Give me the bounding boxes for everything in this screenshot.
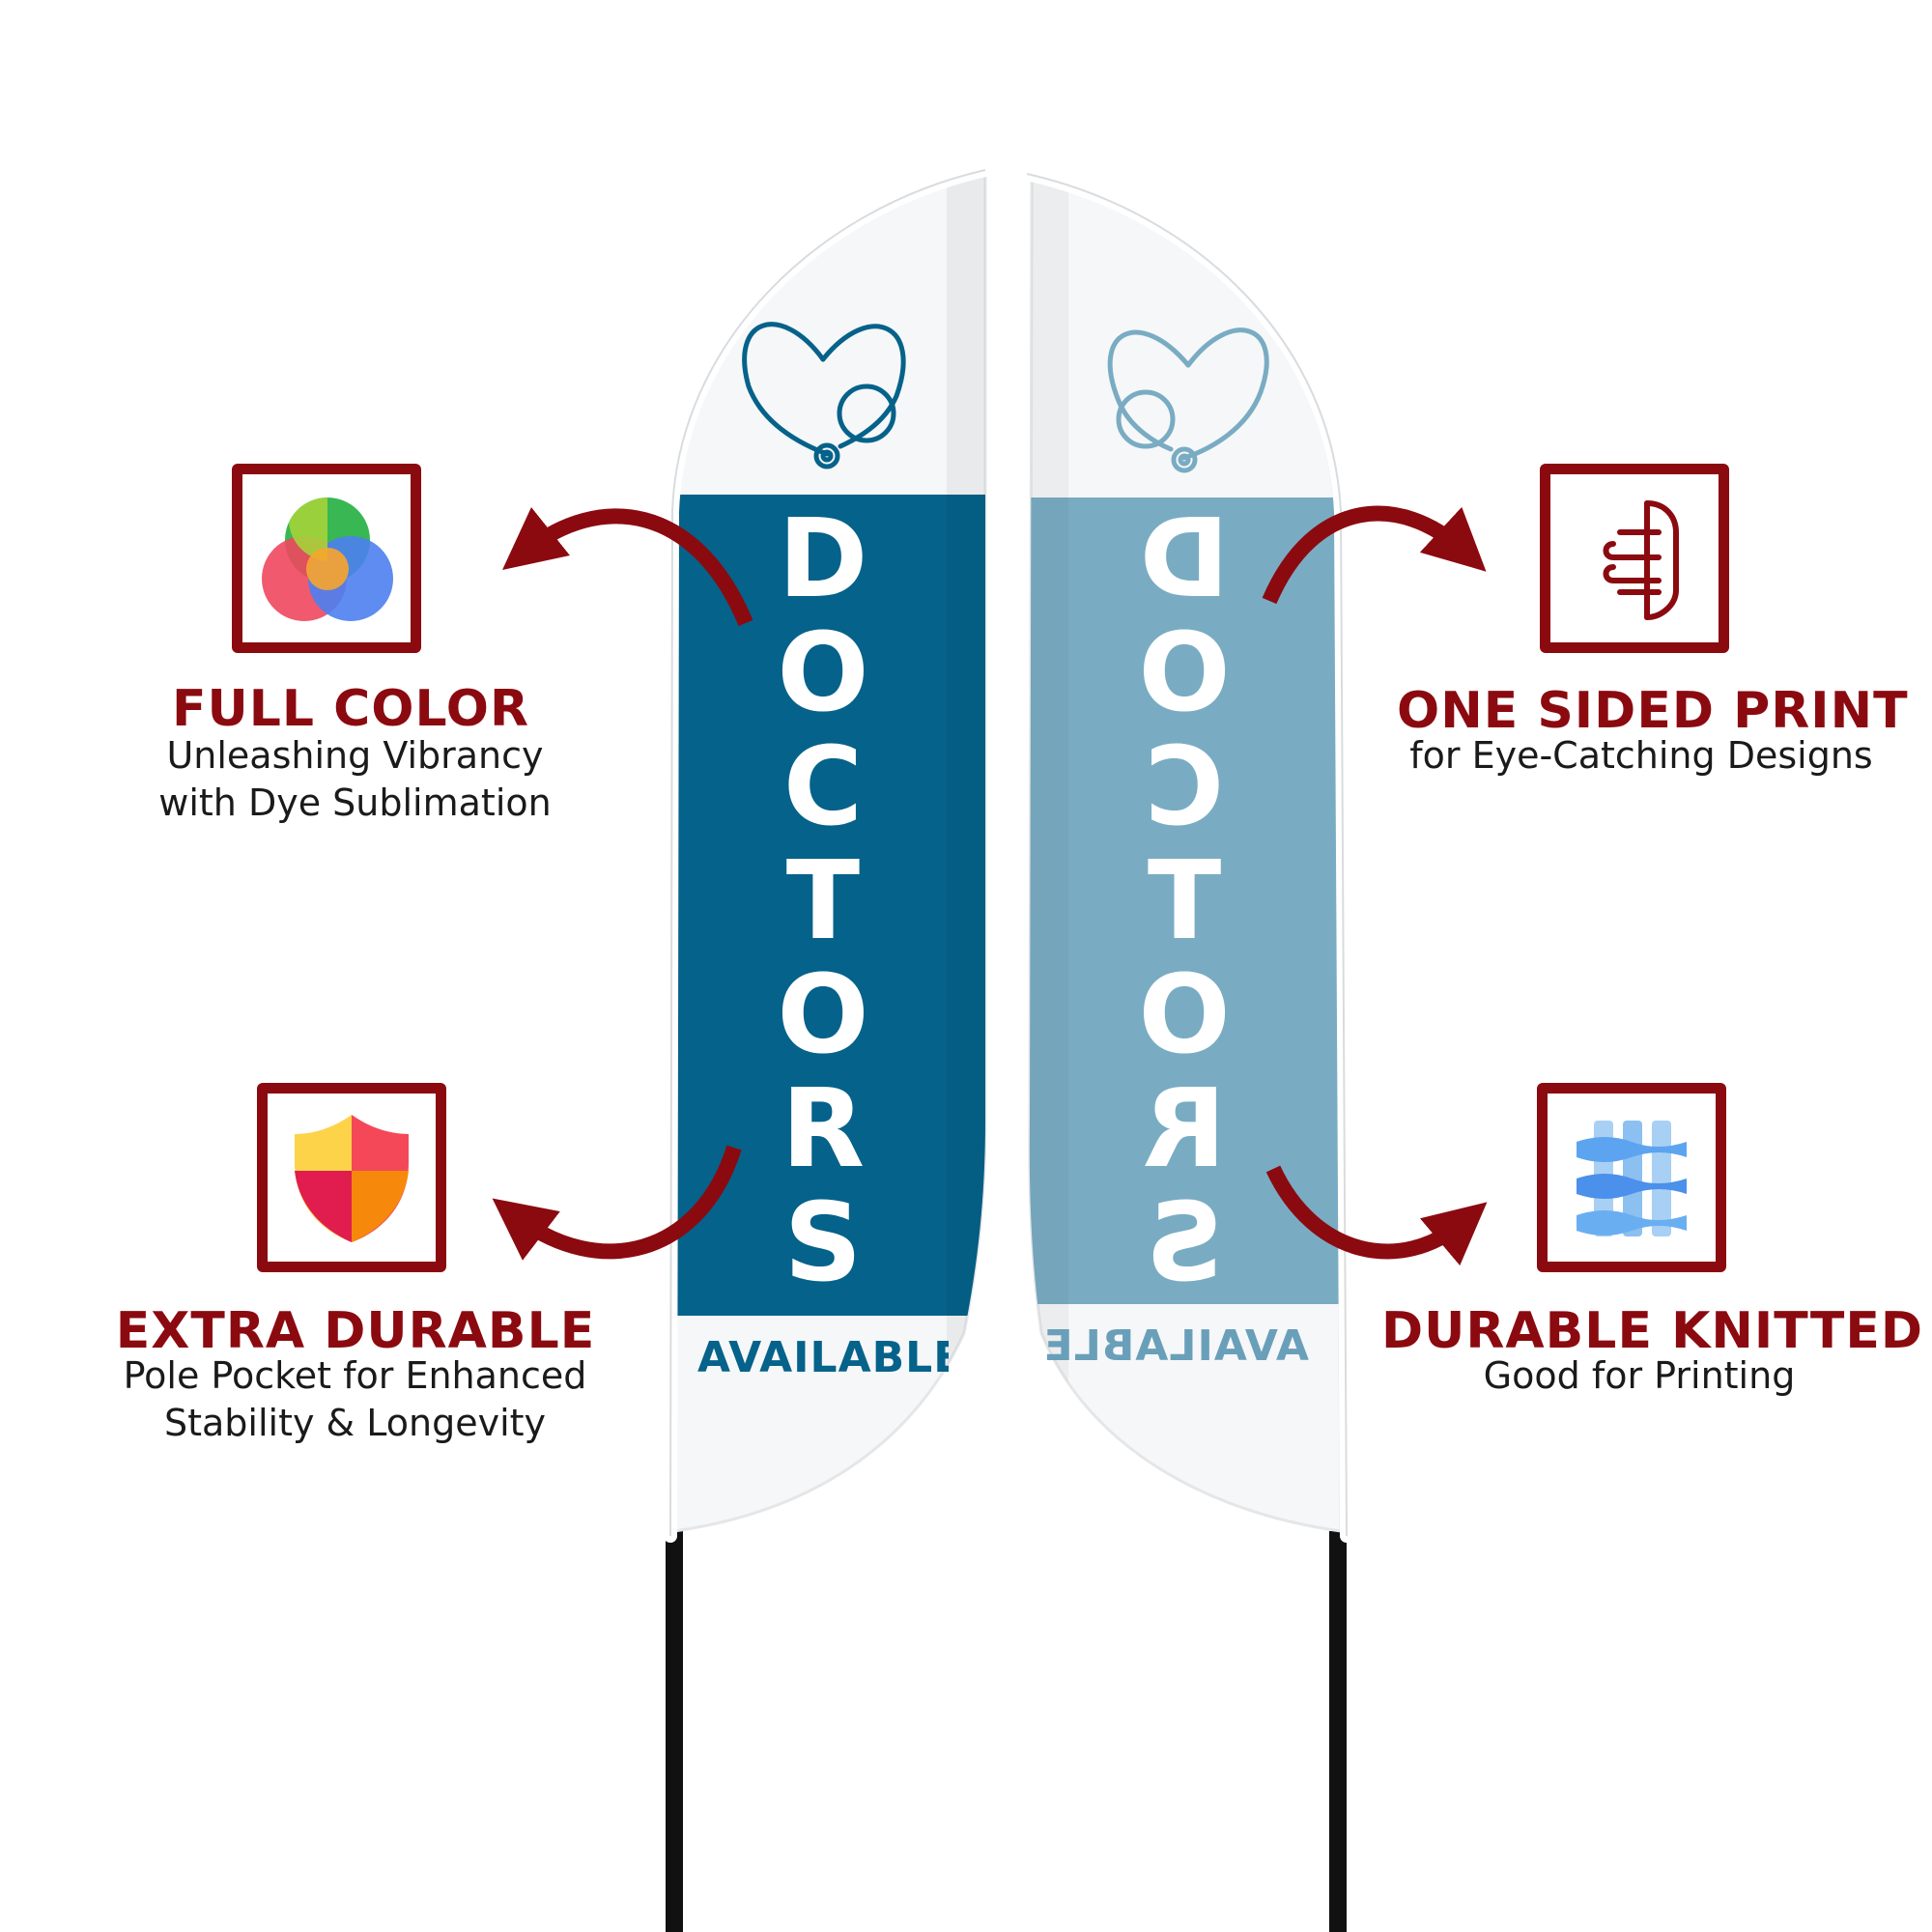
durable-knitted-title: DURABLE KNITTED bbox=[1381, 1302, 1924, 1360]
back-flag-sub-text: AVAILABLE bbox=[1042, 1321, 1309, 1371]
back-pole bbox=[1329, 1531, 1347, 1932]
full-color-desc-line-1: Unleashing Vibrancy bbox=[166, 734, 544, 777]
arrow-full-color bbox=[501, 507, 753, 627]
full-color-title: FULL COLOR bbox=[171, 680, 529, 738]
front-heart-stethoscope-icon bbox=[742, 322, 906, 469]
full-color-desc-line-2: with Dye Sublimation bbox=[158, 781, 552, 824]
front-flag-main-text: DOCTORS bbox=[777, 497, 869, 1306]
front-pole bbox=[666, 1531, 683, 1932]
shield-icon bbox=[295, 1115, 409, 1242]
arrow-one-sided bbox=[1262, 505, 1487, 605]
extra-durable-desc-line-2: Stability & Longevity bbox=[163, 1402, 547, 1444]
front-flag-sub-text: AVAILABLE bbox=[697, 1333, 949, 1382]
one-sided-desc-line-1: for Eye-Catching Designs bbox=[1409, 734, 1873, 777]
extra-durable-icon-box bbox=[257, 1083, 446, 1272]
extra-durable-title: EXTRA DURABLE bbox=[115, 1302, 596, 1360]
durable-knitted-desc-line-1: Good for Printing bbox=[1483, 1354, 1796, 1397]
front-flag bbox=[664, 163, 992, 1543]
one-sided-title: ONE SIDED PRINT bbox=[1397, 682, 1909, 740]
color-wheel-icon bbox=[262, 497, 393, 621]
extra-durable-desc-line-1: Pole Pocket for Enhanced bbox=[123, 1354, 587, 1397]
back-heart-stethoscope-icon bbox=[1107, 327, 1269, 473]
back-flag-panel bbox=[1029, 497, 1341, 1304]
back-flag bbox=[1020, 167, 1353, 1543]
back-flag-main-text: DOCTORS bbox=[1138, 497, 1231, 1306]
arrow-durable-knitted bbox=[1265, 1165, 1488, 1266]
printing-press-icon bbox=[1603, 500, 1679, 620]
full-color-icon-box bbox=[232, 464, 421, 653]
arrow-extra-durable bbox=[492, 1145, 742, 1261]
durable-knitted-icon-box bbox=[1537, 1083, 1726, 1272]
knitted-fabric-icon bbox=[1577, 1121, 1687, 1236]
one-sided-icon-box bbox=[1540, 464, 1729, 653]
